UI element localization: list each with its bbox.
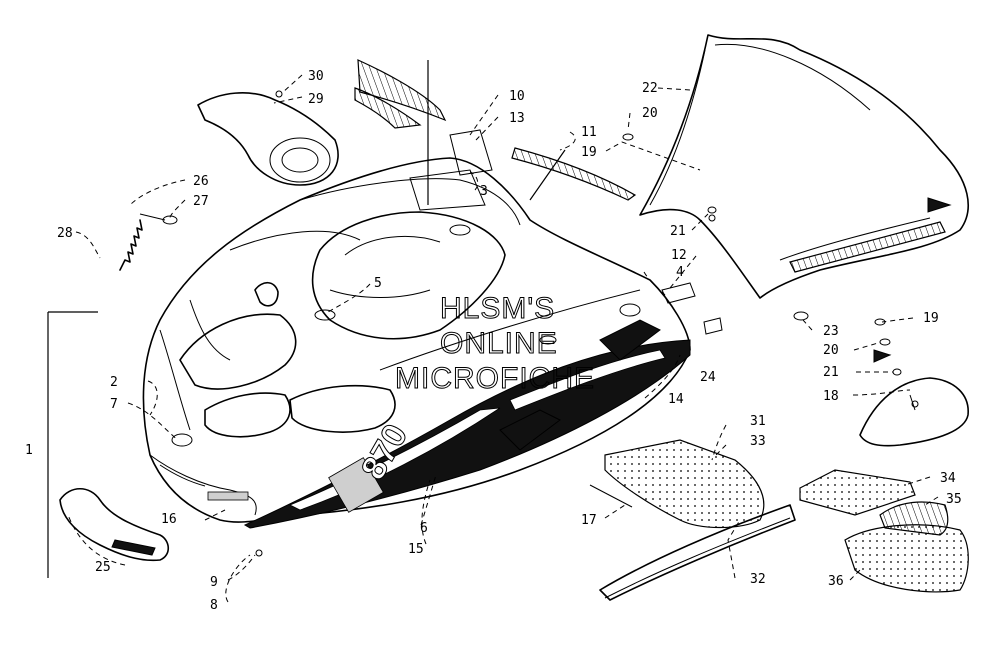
watermark-line-3: MICROFICHE (395, 362, 595, 395)
callout-19a: 19 (581, 145, 597, 160)
callout-labels: 1 2 3 4 5 6 7 8 9 10 11 12 13 14 15 16 1… (25, 69, 962, 613)
screw-9 (255, 549, 263, 557)
windshield (639, 34, 969, 299)
washer-20a (622, 133, 634, 141)
callout-8: 8 (210, 598, 218, 613)
belly-pan (589, 439, 796, 601)
watermark-line-1: HLSM'S (440, 292, 555, 325)
callout-17: 17 (581, 513, 597, 528)
callout-19b: 19 (923, 311, 939, 326)
callout-2: 2 (110, 375, 118, 390)
callout-32: 32 (750, 572, 766, 587)
callout-15: 15 (408, 542, 424, 557)
running-boards (799, 469, 969, 593)
callout-1: 1 (25, 443, 33, 458)
nut-21a (707, 206, 717, 214)
nut-21b (892, 368, 902, 376)
arrow-marker (873, 349, 892, 363)
nose-pan (59, 487, 170, 562)
decal-3 (409, 169, 486, 211)
watermark: HLSM'S ONLINE MICROFICHE (395, 292, 595, 396)
callout-16: 16 (161, 512, 177, 527)
callout-34: 34 (940, 471, 956, 486)
callout-20a: 20 (642, 106, 658, 121)
callout-36: 36 (828, 574, 844, 589)
callout-5: 5 (374, 276, 382, 291)
callout-7: 7 (110, 397, 118, 412)
callout-35: 35 (946, 492, 962, 507)
callout-24: 24 (700, 370, 716, 385)
callout-27: 27 (193, 194, 209, 209)
callout-26: 26 (193, 174, 209, 189)
decal-10 (354, 59, 447, 129)
callout-29: 29 (308, 92, 324, 107)
callout-28: 28 (57, 226, 73, 241)
spring-assembly (119, 213, 178, 271)
callout-11: 11 (581, 125, 597, 140)
callout-21a: 21 (670, 224, 686, 239)
callout-30: 30 (308, 69, 324, 84)
callout-21b: 21 (823, 365, 839, 380)
decal-12 (661, 282, 696, 304)
headlight-housing (197, 92, 339, 186)
callout-3: 3 (480, 184, 488, 199)
washer-20b (879, 338, 891, 346)
grommet-23 (793, 311, 809, 321)
callout-25: 25 (95, 560, 111, 575)
callout-31: 31 (750, 414, 766, 429)
callout-13: 13 (509, 111, 525, 126)
callout-20b: 20 (823, 343, 839, 358)
clip-24 (703, 317, 723, 335)
callout-4: 4 (676, 265, 684, 280)
callout-33: 33 (750, 434, 766, 449)
callout-6: 6 (420, 521, 428, 536)
watermark-line-2: ONLINE (440, 327, 558, 360)
side-deflector (859, 377, 969, 447)
leader-lines (47, 60, 939, 603)
bolt-30 (275, 90, 283, 98)
callout-22: 22 (642, 81, 658, 96)
decal-13 (449, 129, 493, 176)
callout-12: 12 (671, 248, 687, 263)
decal-11 (511, 147, 637, 201)
callout-10: 10 (509, 89, 525, 104)
callout-14: 14 (668, 392, 684, 407)
callout-23: 23 (823, 324, 839, 339)
callout-18: 18 (823, 389, 839, 404)
callout-9: 9 (210, 575, 218, 590)
